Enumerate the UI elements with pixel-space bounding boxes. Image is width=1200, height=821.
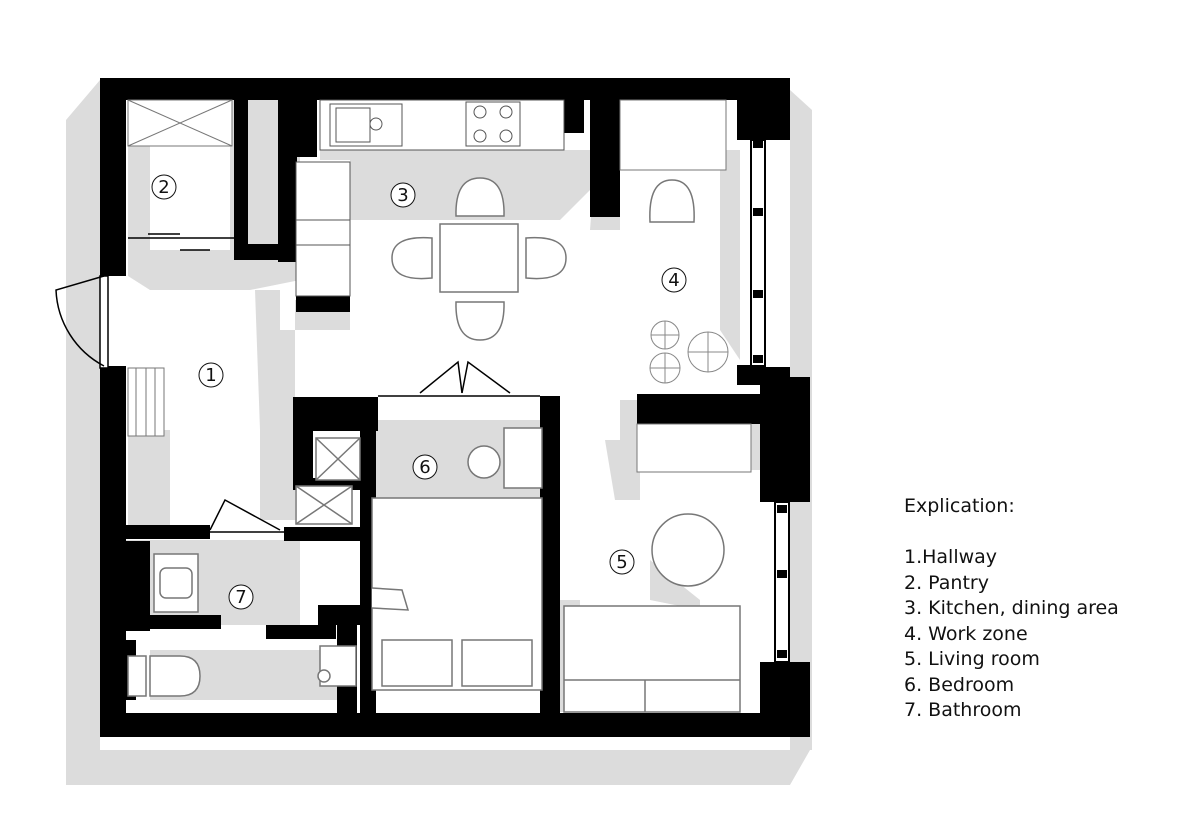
svg-text:6: 6 <box>419 457 430 478</box>
work-zone-furniture <box>619 99 752 473</box>
legend-item-work-zone: 4. Work zone <box>904 622 1028 645</box>
legend-list: 1.Hallway 2. Pantry 3. Kitchen, dining a… <box>904 545 1119 724</box>
room-marker-5: 5 <box>609 549 635 575</box>
room-marker-7: 7 <box>228 584 254 610</box>
legend-item-bathroom: 7. Bathroom <box>904 699 1022 721</box>
legend-item-pantry: 2. Pantry <box>904 571 989 594</box>
entrance-door <box>55 275 109 369</box>
legend-item-kitchen: 3. Kitchen, dining area <box>904 597 1119 619</box>
room-marker-4: 4 <box>661 267 687 293</box>
legend-item-hallway: 1.Hallway <box>904 546 998 568</box>
kitchen-counter <box>295 99 565 297</box>
legend-item-bedroom: 6. Bedroom <box>904 673 1015 696</box>
walls <box>100 78 810 737</box>
svg-text:1: 1 <box>205 365 216 386</box>
floor-plan: 1 2 3 4 5 6 7 <box>55 78 812 785</box>
pantry-door <box>128 233 234 251</box>
svg-text:5: 5 <box>616 552 627 573</box>
bedroom-furniture <box>295 427 543 691</box>
svg-text:7: 7 <box>235 587 246 608</box>
dining-set <box>391 177 695 341</box>
living-room-furniture <box>563 513 741 713</box>
room-marker-3: 3 <box>390 182 416 208</box>
room-marker-6: 6 <box>412 454 438 480</box>
svg-text:2: 2 <box>158 177 169 198</box>
svg-text:3: 3 <box>397 185 408 206</box>
hallway-furniture <box>127 99 233 437</box>
window-mullions <box>753 140 787 658</box>
legend-item-living-room: 5. Living room <box>904 648 1040 670</box>
plants <box>649 320 729 384</box>
bathroom-door <box>209 498 284 533</box>
bathroom-furniture <box>127 553 357 697</box>
bedroom-door <box>378 360 540 397</box>
legend-title: Explication: <box>904 495 1015 517</box>
legend: Explication: 1.Hallway 2. Pantry 3. Kitc… <box>904 494 1119 724</box>
room-marker-1: 1 <box>198 362 224 388</box>
svg-text:4: 4 <box>668 270 679 291</box>
room-marker-2: 2 <box>151 174 177 200</box>
